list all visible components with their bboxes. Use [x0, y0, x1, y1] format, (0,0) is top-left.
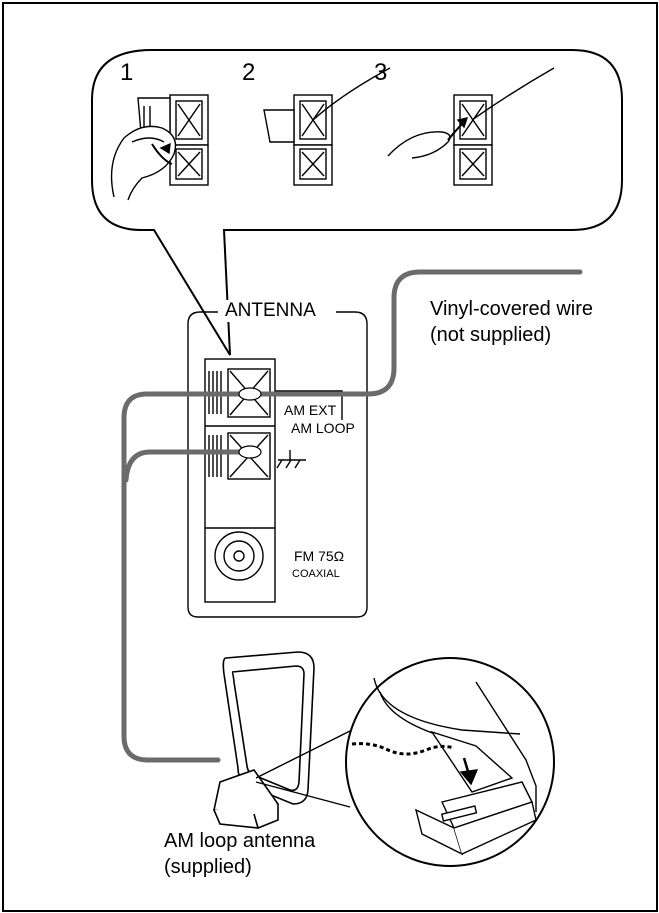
step-1-number: 1 [120, 59, 134, 86]
loop-callout-line1: AM loop antenna [164, 830, 316, 852]
antenna-panel [187, 311, 368, 618]
step-3-illustration [387, 67, 555, 186]
terminal-hole-am-ext [238, 387, 262, 401]
terminal-hole-am-loop [238, 445, 262, 459]
fm-coaxial-label: COAXIAL [292, 568, 340, 580]
step-3-number: 3 [374, 59, 388, 86]
wire-callout-line1: Vinyl-covered wire [430, 298, 594, 320]
fm-label: FM 75Ω [294, 548, 345, 564]
loop-callout-line2: (supplied) [164, 856, 252, 878]
step-2-number: 2 [242, 59, 256, 86]
am-loop-antenna [213, 651, 315, 829]
wire-callout-line2: (not supplied) [430, 324, 552, 346]
step-2-illustration [263, 67, 391, 186]
am-ext-label: AM EXT [284, 402, 337, 419]
antenna-panel-title: ANTENNA [222, 300, 319, 322]
step-1-illustration [110, 94, 209, 201]
zoom-detail [351, 677, 537, 856]
am-loop-label: AM LOOP [291, 420, 355, 437]
